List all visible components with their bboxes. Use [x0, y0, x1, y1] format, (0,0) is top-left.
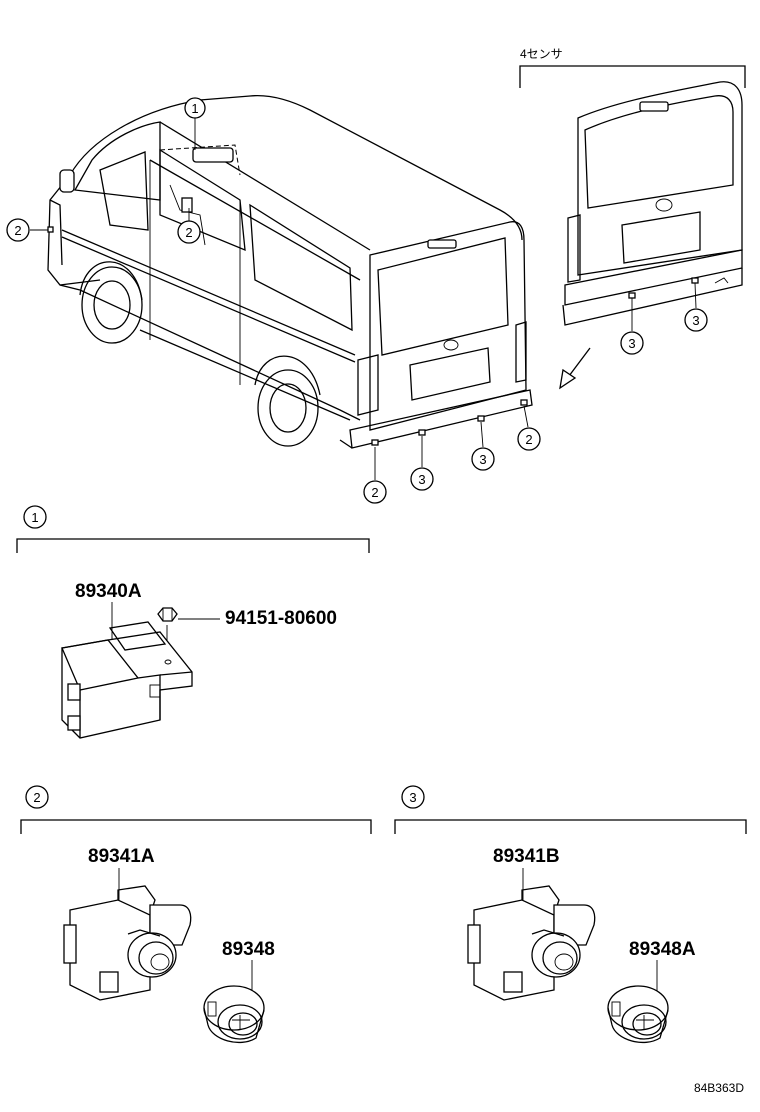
four-sensor-inset: 4センサ 3 3: [519, 47, 746, 390]
diagram-code: 84B363D: [694, 1081, 744, 1095]
callout-2-rear-left: 2: [371, 485, 378, 500]
callout-3-inset-right: 3: [692, 313, 699, 328]
callout-3-rear-inner-left: 3: [418, 472, 425, 487]
part-89341A-label: 89341A: [88, 846, 155, 867]
parking-sensor-icon: [63, 885, 192, 1001]
callout-2-front: 2: [14, 223, 21, 238]
van-callouts: 1 2 2 2 3 3 2: [6, 97, 541, 504]
callout-3-rear-inner-right: 3: [479, 452, 486, 467]
variant-label: 4センサ: [520, 47, 563, 61]
sensor-retainer-icon: [203, 985, 265, 1043]
part-89340A-label: 89340A: [75, 581, 142, 602]
callout-1-van: 1: [191, 101, 198, 116]
van-illustration: [47, 94, 533, 449]
section-2: 2 89341A 89348: [20, 785, 372, 1043]
callout-3-inset-left: 3: [628, 336, 635, 351]
callout-2-rear-right: 2: [525, 432, 532, 447]
controller-unit-icon: [61, 621, 193, 739]
section-1-number: 1: [31, 510, 38, 525]
callout-2-dash: 2: [185, 225, 192, 240]
section-3-number: 3: [409, 790, 416, 805]
part-89348A-label: 89348A: [629, 939, 696, 960]
section-3: 3 89341B 89348A: [394, 785, 747, 1043]
parking-sensor-icon: [467, 885, 596, 1001]
section-2-number: 2: [33, 790, 40, 805]
part-94151-80600-label: 94151-80600: [225, 608, 337, 629]
section-1: 1 89340A 94151-80600: [16, 505, 370, 739]
part-89348-label: 89348: [222, 939, 275, 960]
part-89341B-label: 89341B: [493, 846, 560, 867]
sensor-retainer-icon: [607, 985, 669, 1043]
